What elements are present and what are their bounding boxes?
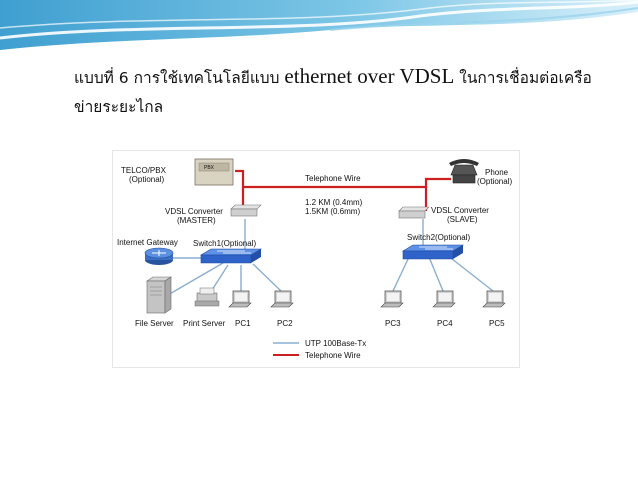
pc3-label: PC3 bbox=[385, 319, 401, 328]
network-diagram: TELCO/PBX (Optional) PBX Telephone Wire … bbox=[112, 150, 520, 368]
phone-label: Phone bbox=[485, 168, 509, 177]
legend-utp-label: UTP 100Base-Tx bbox=[305, 339, 366, 348]
switch2-label: Switch2(Optional) bbox=[407, 233, 470, 242]
heading-thai-part1: แบบที่ 6 การใช้เทคโนโลยีแบบ bbox=[74, 69, 285, 87]
pc4-icon bbox=[432, 290, 456, 308]
distance-label-2: 1.5KM (0.6mm) bbox=[305, 207, 360, 216]
vdsl-master-role: (MASTER) bbox=[177, 216, 216, 225]
wire-switch2-to-pc5 bbox=[446, 254, 494, 292]
vdsl-slave-label: VDSL Converter bbox=[431, 206, 489, 215]
pc2-icon bbox=[270, 290, 294, 308]
pc5-label: PC5 bbox=[489, 319, 505, 328]
wire-switch1-to-pc2 bbox=[252, 263, 282, 292]
wire-switch2-to-pc3 bbox=[392, 256, 410, 292]
pbx-box-text: PBX bbox=[204, 165, 215, 171]
telco-optional-label: (Optional) bbox=[129, 175, 164, 184]
heading-thai-part2: ในการเชื่อมต่อเครือข่ายระยะไกล bbox=[74, 69, 592, 116]
diagram-wires bbox=[160, 169, 494, 302]
internet-gateway-label: Internet Gateway bbox=[117, 238, 178, 247]
file-server-label: File Server bbox=[135, 319, 174, 328]
heading-latin-term: ethernet over VDSL bbox=[284, 64, 455, 88]
header-banner bbox=[0, 0, 638, 52]
network-diagram-svg: TELCO/PBX (Optional) PBX Telephone Wire … bbox=[117, 158, 512, 360]
print-server-label: Print Server bbox=[183, 319, 226, 328]
slide-heading: แบบที่ 6 การใช้เทคโนโลยีแบบ ethernet ove… bbox=[74, 62, 614, 122]
pc5-icon bbox=[482, 290, 506, 308]
phone-optional-label: (Optional) bbox=[477, 177, 512, 186]
telephone-wire-label: Telephone Wire bbox=[305, 174, 361, 183]
pc2-label: PC2 bbox=[277, 319, 293, 328]
pc3-icon bbox=[380, 290, 404, 308]
vdsl-slave-converter-icon bbox=[398, 206, 430, 219]
pbx-icon: PBX bbox=[194, 158, 234, 186]
telco-label: TELCO/PBX bbox=[121, 166, 167, 175]
wire-pbx-to-master bbox=[235, 169, 245, 209]
pc1-label: PC1 bbox=[235, 319, 251, 328]
pc4-label: PC4 bbox=[437, 319, 453, 328]
router-icon bbox=[144, 247, 174, 265]
switch1-icon bbox=[199, 248, 263, 264]
switch1-label: Switch1(Optional) bbox=[193, 239, 256, 248]
distance-label-1: 1.2 KM (0.4mm) bbox=[305, 198, 363, 207]
switch2-icon bbox=[401, 244, 465, 260]
vdsl-master-label: VDSL Converter bbox=[165, 207, 223, 216]
wire-switch2-to-pc4 bbox=[428, 256, 444, 292]
wire-switch1-to-fileserver bbox=[160, 262, 224, 300]
wire-phone bbox=[424, 177, 451, 187]
legend-telephone-label: Telephone Wire bbox=[305, 351, 361, 360]
file-server-icon bbox=[146, 276, 172, 314]
vdsl-slave-role: (SLAVE) bbox=[447, 215, 478, 224]
vdsl-master-converter-icon bbox=[230, 204, 262, 217]
pc1-icon bbox=[228, 290, 252, 308]
phone-icon bbox=[449, 159, 479, 184]
diagram-legend: UTP 100Base-Tx Telephone Wire bbox=[273, 339, 366, 360]
print-server-icon bbox=[194, 287, 220, 307]
